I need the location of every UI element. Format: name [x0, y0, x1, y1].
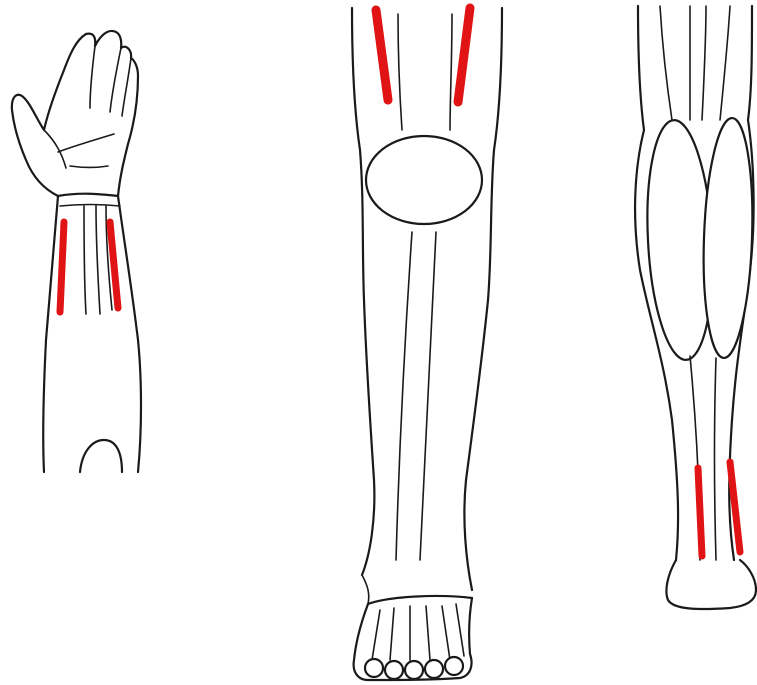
- ankle-outline: [368, 596, 472, 604]
- forearm-panel: [12, 31, 141, 472]
- foot-bone: [426, 606, 430, 660]
- finger-line: [110, 48, 121, 112]
- toe: [405, 661, 423, 679]
- leg-outline: [352, 8, 374, 575]
- palm-crease: [70, 166, 108, 168]
- forearm-outline: [43, 196, 58, 472]
- ankle-outline: [362, 575, 369, 604]
- tendon-line: [84, 206, 86, 314]
- wrist-line: [60, 205, 120, 207]
- finger-line: [122, 58, 131, 116]
- tendon-line: [96, 206, 100, 314]
- leg-back-panel: [635, 6, 756, 609]
- thigh-line: [702, 6, 706, 120]
- wrist-line: [58, 194, 118, 196]
- forearm-outline: [118, 196, 141, 472]
- toe: [425, 660, 443, 678]
- thigh-line: [398, 14, 402, 130]
- leg-outline: [464, 8, 502, 590]
- toe: [365, 659, 383, 677]
- toe: [445, 657, 463, 675]
- palm-crease: [44, 130, 66, 168]
- thigh-line: [720, 6, 730, 120]
- highlight-mark: [458, 8, 470, 102]
- elbow-outline: [80, 440, 122, 472]
- shin-line: [396, 232, 412, 560]
- achilles-line: [715, 358, 717, 560]
- highlight-mark: [376, 10, 388, 100]
- palm-crease: [58, 134, 114, 152]
- thigh-line: [660, 6, 672, 120]
- kneecap: [366, 136, 482, 224]
- calf-muscle: [700, 117, 756, 359]
- highlight-mark: [60, 222, 64, 312]
- foot-bone: [372, 610, 380, 660]
- finger-line: [90, 46, 95, 108]
- foot-bone: [442, 606, 450, 660]
- highlight-mark: [698, 468, 702, 556]
- foot-bone: [390, 608, 394, 660]
- thigh-line: [450, 14, 452, 130]
- shin-line: [420, 232, 436, 560]
- leg-front-panel: [352, 8, 502, 680]
- foot-bone: [456, 604, 464, 656]
- toe: [385, 661, 403, 679]
- heel-outline: [666, 560, 756, 609]
